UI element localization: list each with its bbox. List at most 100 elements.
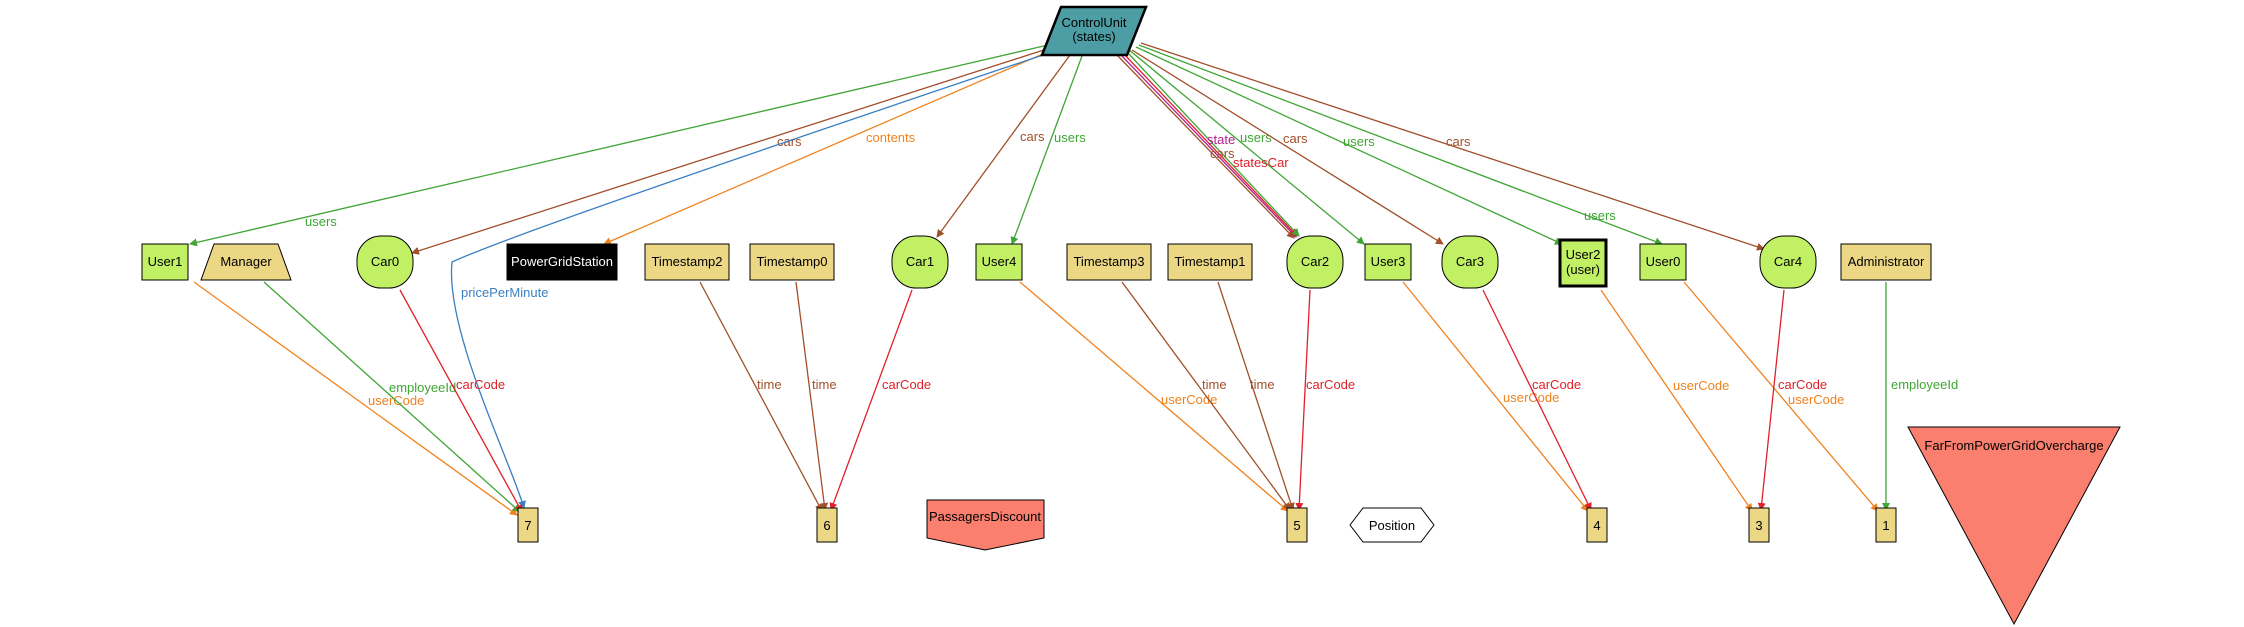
edge-car1-6 — [829, 289, 913, 511]
node-user0[interactable]: User0 — [1639, 243, 1687, 281]
edge-controlunit-car2-state — [1120, 54, 1297, 238]
node-4-label: 4 — [1593, 518, 1600, 533]
node-car4[interactable]: Car4 — [1759, 235, 1817, 289]
node-controlunit-label: ControlUnit — [1061, 15, 1126, 30]
node-user4[interactable]: User4 — [975, 243, 1023, 281]
edge-car3-4 — [1482, 289, 1592, 511]
node-farfrompowergridovercharge[interactable]: FarFromPowerGridOvercharge — [1907, 426, 2121, 626]
edge-label-carcode: carCode — [1532, 377, 1581, 392]
edge-manager-7 — [263, 281, 521, 513]
edge-timestamp0-6 — [795, 281, 829, 511]
edge-label-cars: cars — [1210, 146, 1235, 161]
node-5[interactable]: 5 — [1286, 507, 1308, 543]
edge-label-employeeid: employeeId — [1891, 377, 1958, 392]
node-7-label: 7 — [524, 518, 531, 533]
edge-label-employeeid: employeeId — [389, 380, 456, 395]
node-car3[interactable]: Car3 — [1441, 235, 1499, 289]
edge-controlunit-car4 — [1140, 42, 1765, 251]
edge-controlunit-user2 — [1135, 46, 1563, 245]
node-manager-label: Manager — [220, 254, 272, 269]
node-user2[interactable]: User2 (user) — [1558, 238, 1608, 288]
node-user4-label: User4 — [982, 254, 1017, 269]
node-timestamp2-label: Timestamp2 — [651, 254, 722, 269]
node-timestamp3[interactable]: Timestamp3 — [1066, 243, 1152, 281]
node-administrator[interactable]: Administrator — [1840, 243, 1932, 281]
edge-label-carcode: carCode — [1778, 377, 1827, 392]
edge-label-users: users — [1240, 130, 1272, 145]
edge-label-carcode: carCode — [456, 377, 505, 392]
node-manager[interactable]: Manager — [200, 243, 292, 281]
edge-timestamp2-6 — [699, 281, 823, 512]
edge-controlunit-car2-statescar — [1123, 53, 1298, 237]
node-passagersdiscount[interactable]: PassagersDiscount — [926, 499, 1045, 551]
edge-controlunit-car0 — [411, 47, 1051, 255]
edge-label-cars: cars — [1446, 134, 1471, 149]
node-timestamp1-label: Timestamp1 — [1174, 254, 1245, 269]
node-1-label: 1 — [1882, 518, 1889, 533]
edge-label-usercode: userCode — [1161, 392, 1217, 407]
node-4[interactable]: 4 — [1586, 507, 1608, 543]
node-user1[interactable]: User1 — [141, 243, 189, 281]
edge-label-time: time — [812, 377, 837, 392]
node-6[interactable]: 6 — [816, 507, 838, 543]
edge-label-contents: contents — [866, 130, 916, 145]
node-user3-label: User3 — [1371, 254, 1406, 269]
node-administrator-label: Administrator — [1848, 254, 1925, 269]
edge-controlunit-7 — [450, 51, 1053, 509]
node-3-label: 3 — [1755, 518, 1762, 533]
edge-timestamp1-5 — [1217, 281, 1295, 511]
node-timestamp2[interactable]: Timestamp2 — [644, 243, 730, 281]
node-car1[interactable]: Car1 — [891, 235, 949, 289]
edge-car0-7 — [399, 289, 523, 513]
edge-user2-3 — [1600, 289, 1753, 512]
edge-controlunit-user3 — [1127, 48, 1365, 245]
edge-controlunit-car2-cars — [1116, 54, 1295, 239]
edge-timestamp3-5 — [1121, 281, 1291, 511]
edge-controlunit-user1 — [189, 44, 1049, 247]
node-user0-label: User0 — [1646, 254, 1681, 269]
node-6-label: 6 — [823, 518, 830, 533]
node-passagersdiscount-label: PassagersDiscount — [929, 509, 1041, 524]
edge-controlunit-powergridstation — [603, 49, 1053, 245]
edge-label-carcode: carCode — [882, 377, 931, 392]
node-user2-label: User2 — [1566, 247, 1601, 262]
edge-label-usercode: userCode — [1503, 390, 1559, 405]
edge-controlunit-car3 — [1131, 49, 1444, 245]
edge-label-users: users — [305, 214, 337, 229]
edge-label-time: time — [1250, 377, 1275, 392]
node-powergridstation[interactable]: PowerGridStation — [506, 243, 618, 281]
edge-label-carcode: carCode — [1306, 377, 1355, 392]
node-user1-label: User1 — [148, 254, 183, 269]
node-controlunit[interactable]: ControlUnit (states) — [1040, 5, 1148, 57]
node-position[interactable]: Position — [1349, 507, 1435, 543]
edge-label-time: time — [1202, 377, 1227, 392]
node-car2-label: Car2 — [1301, 254, 1329, 269]
edge-label-time: time — [757, 377, 782, 392]
node-3[interactable]: 3 — [1748, 507, 1770, 543]
edge-controlunit-user0 — [1138, 44, 1663, 246]
node-5-label: 5 — [1293, 518, 1300, 533]
node-powergridstation-label: PowerGridStation — [511, 254, 613, 269]
edge-controlunit-user4 — [1010, 55, 1083, 245]
edge-label-cars: cars — [777, 134, 802, 149]
node-car2[interactable]: Car2 — [1286, 235, 1344, 289]
edge-controlunit-car1 — [936, 54, 1071, 238]
edge-label-users: users — [1343, 134, 1375, 149]
edge-label-state: state — [1207, 132, 1235, 147]
node-position-label: Position — [1369, 518, 1415, 533]
node-7[interactable]: 7 — [517, 507, 539, 543]
node-timestamp3-label: Timestamp3 — [1073, 254, 1144, 269]
edge-label-users: users — [1054, 130, 1086, 145]
edge-label-usercode: userCode — [1673, 378, 1729, 393]
node-timestamp1[interactable]: Timestamp1 — [1167, 243, 1253, 281]
node-timestamp0[interactable]: Timestamp0 — [749, 243, 835, 281]
node-farfrompowergridovercharge-label: FarFromPowerGridOvercharge — [1924, 438, 2103, 453]
node-controlunit-sublabel: (states) — [1072, 29, 1115, 44]
edge-label-usercode: userCode — [1788, 392, 1844, 407]
edge-label-users: users — [1584, 208, 1616, 223]
node-car0[interactable]: Car0 — [356, 235, 414, 289]
node-1[interactable]: 1 — [1875, 507, 1897, 543]
node-car1-label: Car1 — [906, 254, 934, 269]
node-user3[interactable]: User3 — [1364, 243, 1412, 281]
edge-label-cars: cars — [1283, 131, 1308, 146]
